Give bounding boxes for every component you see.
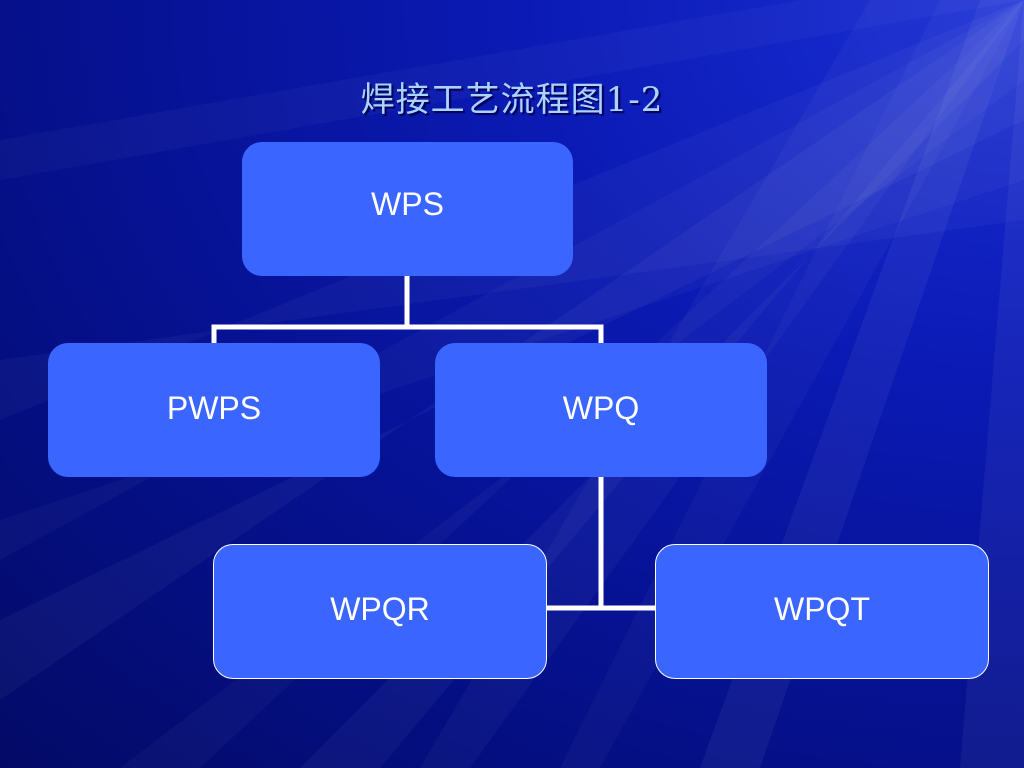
node-wpq-label: WPQ (562, 389, 640, 426)
node-wpq: WPQ (435, 343, 767, 477)
node-wpqt-label: WPQT (774, 591, 870, 627)
node-wpqt: WPQT (655, 544, 989, 679)
node-pwps-label: PWPS (166, 389, 262, 426)
node-pwps: PWPS (48, 343, 380, 477)
node-wpqr-label: WPQR (330, 591, 430, 627)
node-wpqr: WPQR (213, 544, 547, 679)
node-wps-label: WPS (371, 185, 444, 222)
node-wps: WPS (242, 142, 573, 276)
slide-title: 焊接工艺流程图1-2 (360, 80, 664, 120)
